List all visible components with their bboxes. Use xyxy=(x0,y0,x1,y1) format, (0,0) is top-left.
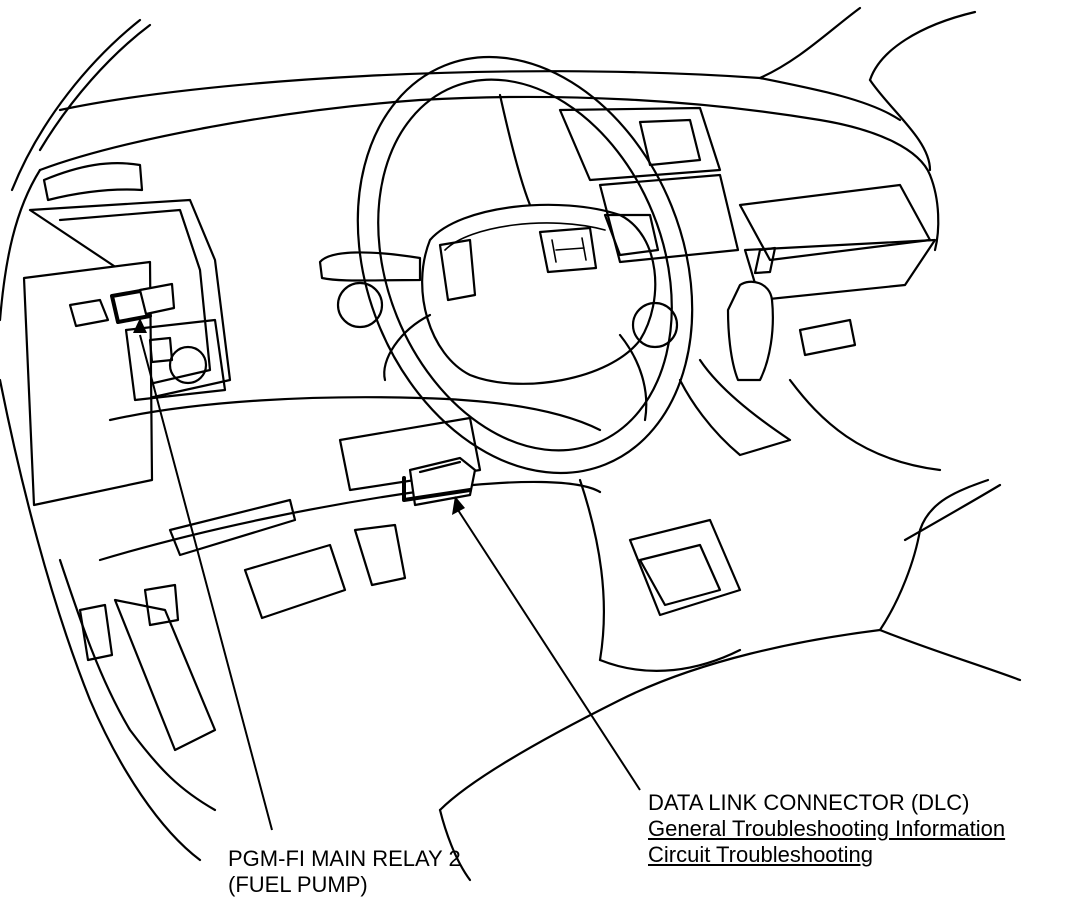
dlc-leader-line xyxy=(457,509,641,791)
steering-wheel-rim xyxy=(356,55,694,475)
relay-callout-title: PGM-FI MAIN RELAY 2 xyxy=(228,846,461,871)
relay-arrowhead xyxy=(133,318,147,333)
general-troubleshooting-link[interactable]: General Troubleshooting Information xyxy=(648,816,1006,841)
dlc-arrowhead xyxy=(452,496,465,515)
dlc-callout-title: DATA LINK CONNECTOR (DLC) xyxy=(648,790,970,815)
windshield-edge xyxy=(58,6,862,112)
shift-lever xyxy=(726,280,774,382)
honda-logo-icon xyxy=(538,226,598,274)
dlc-callout: DATA LINK CONNECTOR (DLC) General Troubl… xyxy=(648,790,1005,868)
relay-callout-subtitle: (FUEL PUMP) xyxy=(228,872,368,897)
circuit-troubleshooting-link[interactable]: Circuit Troubleshooting xyxy=(648,842,874,867)
relay-callout: PGM-FI MAIN RELAY 2 (FUEL PUMP) xyxy=(228,846,461,898)
a-pillar xyxy=(10,18,142,192)
dashboard-top xyxy=(38,95,932,177)
steering-hub xyxy=(421,203,657,385)
relay-leader-line xyxy=(139,334,273,831)
